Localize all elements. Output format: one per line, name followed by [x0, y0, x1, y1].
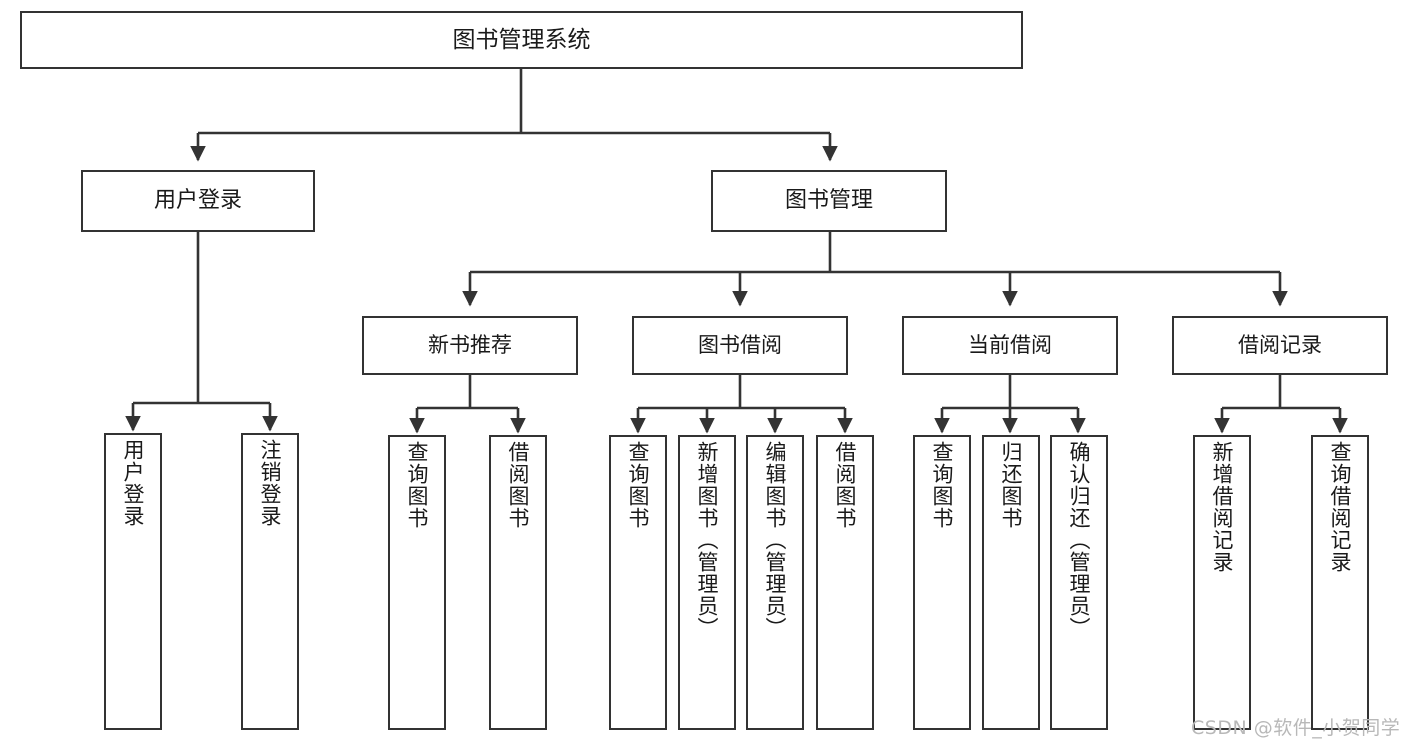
leaf-current-borrow-1[interactable]: 归还图书 — [982, 435, 1040, 730]
node-root-label: 图书管理系统 — [452, 26, 591, 53]
leaf-current-borrow-2-label: 确认归还（管理员） — [1067, 441, 1092, 639]
node-root[interactable]: 图书管理系统 — [20, 11, 1023, 69]
node-user-login[interactable]: 用户登录 — [81, 170, 315, 232]
node-user-login-label: 用户登录 — [153, 188, 242, 214]
leaf-user-login-1-label: 注销登录 — [258, 439, 283, 527]
leaf-current-borrow-2[interactable]: 确认归还（管理员） — [1050, 435, 1108, 730]
leaf-user-login-0[interactable]: 用户登录 — [104, 433, 162, 730]
leaf-new-book-recommend-0-label: 查询图书 — [405, 441, 430, 529]
leaf-book-borrow-3-label: 借阅图书 — [833, 441, 858, 529]
node-book-borrow[interactable]: 图书借阅 — [632, 316, 848, 375]
leaf-book-borrow-2-label: 编辑图书（管理员） — [763, 441, 788, 639]
leaf-user-login-1[interactable]: 注销登录 — [241, 433, 299, 730]
leaf-book-borrow-0-label: 查询图书 — [626, 441, 651, 529]
watermark-text: CSDN @软件_小贺同学 — [1191, 717, 1401, 739]
leaf-book-borrow-1[interactable]: 新增图书（管理员） — [678, 435, 736, 730]
leaf-book-borrow-1-label: 新增图书（管理员） — [695, 441, 720, 639]
node-new-book-recommend[interactable]: 新书推荐 — [362, 316, 578, 375]
node-book-management-label: 图书管理 — [784, 188, 873, 214]
node-new-book-recommend-label: 新书推荐 — [428, 333, 512, 358]
node-book-borrow-label: 图书借阅 — [698, 333, 782, 358]
leaf-current-borrow-1-label: 归还图书 — [999, 441, 1024, 529]
leaf-new-book-recommend-0[interactable]: 查询图书 — [388, 435, 446, 730]
leaf-borrow-record-1-label: 查询借阅记录 — [1328, 441, 1353, 573]
leaf-user-login-0-label: 用户登录 — [121, 439, 146, 527]
node-borrow-record-label: 借阅记录 — [1238, 333, 1322, 358]
leaf-borrow-record-0[interactable]: 新增借阅记录 — [1193, 435, 1251, 730]
node-book-management[interactable]: 图书管理 — [711, 170, 947, 232]
leaf-book-borrow-2[interactable]: 编辑图书（管理员） — [746, 435, 804, 730]
leaf-new-book-recommend-1[interactable]: 借阅图书 — [489, 435, 547, 730]
leaf-book-borrow-0[interactable]: 查询图书 — [609, 435, 667, 730]
node-current-borrow[interactable]: 当前借阅 — [902, 316, 1118, 375]
leaf-new-book-recommend-1-label: 借阅图书 — [506, 441, 531, 529]
leaf-current-borrow-0-label: 查询图书 — [930, 441, 955, 529]
node-borrow-record[interactable]: 借阅记录 — [1172, 316, 1388, 375]
leaf-borrow-record-0-label: 新增借阅记录 — [1210, 441, 1235, 573]
node-current-borrow-label: 当前借阅 — [968, 333, 1052, 358]
leaf-borrow-record-1[interactable]: 查询借阅记录 — [1311, 435, 1369, 730]
leaf-current-borrow-0[interactable]: 查询图书 — [913, 435, 971, 730]
leaf-book-borrow-3[interactable]: 借阅图书 — [816, 435, 874, 730]
